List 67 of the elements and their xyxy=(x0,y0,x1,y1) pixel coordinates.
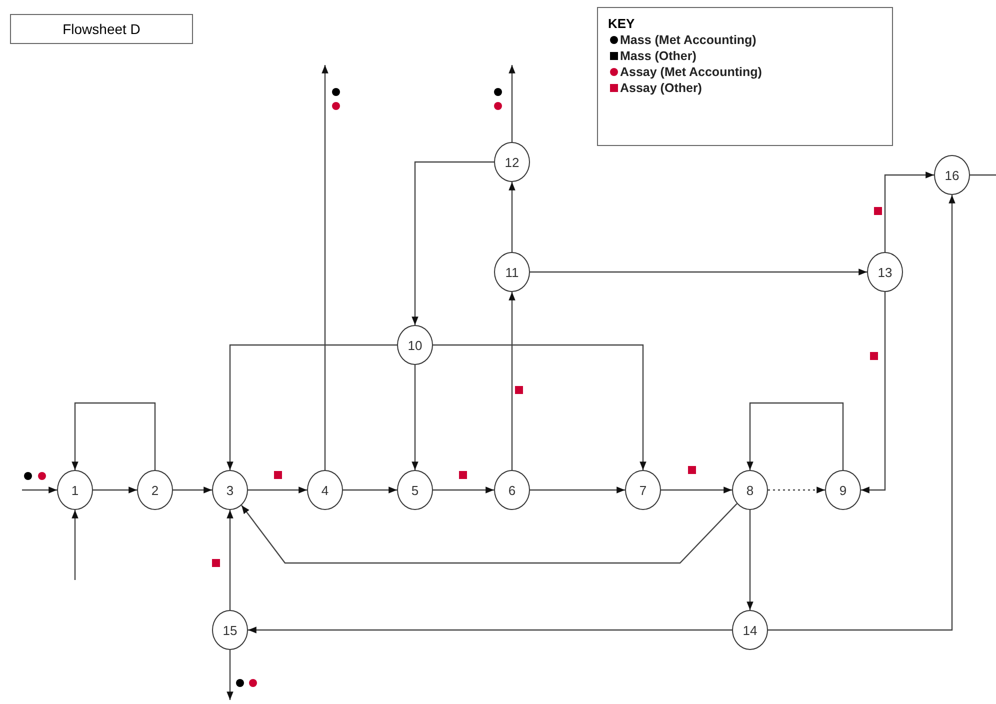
arrow xyxy=(412,365,418,470)
unit-number: 16 xyxy=(944,168,960,182)
unit-number: 13 xyxy=(878,264,892,280)
arrow xyxy=(530,268,867,276)
arrow xyxy=(433,344,646,470)
unit-circle xyxy=(825,470,861,510)
arrow xyxy=(768,486,825,494)
unit-circle xyxy=(494,142,530,182)
unit-number: 1 xyxy=(71,482,79,498)
unit-number: 10 xyxy=(408,338,422,352)
legend-label: Assay (Other) xyxy=(620,81,702,95)
arrow xyxy=(322,65,328,470)
unit-circle xyxy=(625,470,661,510)
arrow xyxy=(93,486,137,494)
unit-number: 11 xyxy=(505,264,519,280)
unit-circle xyxy=(494,252,530,292)
arrow xyxy=(248,626,732,634)
unit-circle xyxy=(137,470,173,510)
unit-circle xyxy=(397,470,433,510)
legend-label: Mass (Other) xyxy=(620,49,696,63)
arrow xyxy=(72,510,78,580)
arrow xyxy=(746,402,844,470)
legend-label: Mass (Met Accounting) xyxy=(620,33,756,47)
arrow xyxy=(433,486,494,494)
arrow xyxy=(412,161,494,325)
arrow xyxy=(746,510,754,610)
unit-number: 12 xyxy=(504,154,520,170)
arrow xyxy=(508,182,516,252)
unit-circle xyxy=(212,610,248,650)
unit-circle xyxy=(307,470,343,510)
unit-circle xyxy=(57,470,93,510)
legend-heading: KEY xyxy=(608,16,635,31)
arrow xyxy=(530,486,625,494)
arrow xyxy=(22,486,57,494)
arrow xyxy=(884,172,934,252)
unit-number: 5 xyxy=(411,482,419,498)
arrow xyxy=(861,292,886,494)
unit-number: 6 xyxy=(508,482,516,498)
arrow xyxy=(72,402,156,470)
unit-number: 15 xyxy=(222,622,238,638)
unit-number: 7 xyxy=(639,482,647,498)
arrow xyxy=(768,195,956,631)
arrow xyxy=(248,486,307,494)
unit-number: 4 xyxy=(321,482,329,498)
arrow xyxy=(661,486,732,494)
arrow xyxy=(508,292,516,470)
unit-circle xyxy=(867,252,903,292)
legend-label: Assay (Met Accounting) xyxy=(620,65,762,79)
unit-number: 3 xyxy=(226,482,234,498)
arrow xyxy=(508,65,516,142)
unit-number: 2 xyxy=(151,482,159,498)
unit-circle xyxy=(934,155,970,195)
unit-number: 14 xyxy=(742,622,758,638)
unit-number: 9 xyxy=(839,482,847,498)
arrow xyxy=(226,510,234,610)
unit-number: 8 xyxy=(746,482,754,498)
arrow xyxy=(226,344,397,470)
title-box: Flowsheet D xyxy=(10,14,193,44)
unit-circle xyxy=(732,610,768,650)
arrow xyxy=(241,503,738,564)
unit-circle xyxy=(732,470,768,510)
arrow xyxy=(343,486,397,494)
arrow xyxy=(226,650,234,700)
arrow xyxy=(173,486,212,494)
unit-circle xyxy=(397,325,433,365)
unit-circle xyxy=(494,470,530,510)
unit-circle xyxy=(212,470,248,510)
